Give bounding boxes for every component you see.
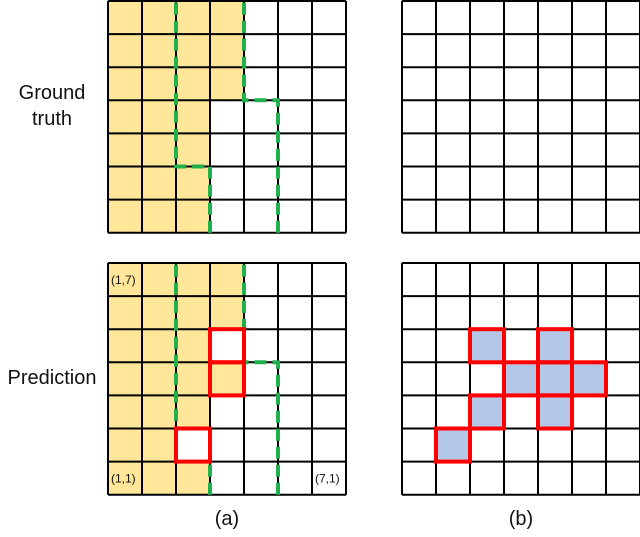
coordinate-label: (1,7) [111,273,136,287]
yellow-cell [176,329,210,363]
yellow-cell [176,166,210,200]
yellow-cell [108,395,142,429]
yellow-cell [210,34,244,68]
yellow-cell [142,395,176,429]
error-cell-outline [208,360,246,398]
blue-cell [538,362,572,396]
yellow-cell [108,100,142,134]
error-cell-outline [208,327,246,365]
yellow-cell [210,67,244,101]
yellow-cell [108,329,142,363]
ground-truth-label-line2: truth [31,108,73,130]
yellow-cell [142,461,176,495]
yellow-cell [142,166,176,200]
error-cell-outline [536,393,574,431]
error-cell-outline [468,393,506,431]
coordinate-label: (1,1) [111,472,136,486]
boundary-dashed-line [242,263,280,495]
yellow-cell [142,362,176,396]
yellow-cell [176,67,210,101]
yellow-cell [142,1,176,35]
yellow-cell [210,263,244,297]
yellow-cell [176,199,210,233]
yellow-cell [176,1,210,35]
yellow-cell [142,133,176,167]
yellow-cell [142,263,176,297]
yellow-cell [108,461,142,495]
yellow-cell [108,428,142,462]
ground-truth-label-line1: Ground [18,82,86,104]
yellow-cell [108,362,142,396]
yellow-cell [176,395,210,429]
error-cell-outline [174,426,212,464]
blue-cell [436,428,470,462]
blue-cell [504,362,538,396]
yellow-cell [142,100,176,134]
yellow-cell [142,34,176,68]
yellow-cell [142,329,176,363]
error-cell-outline [468,327,506,365]
yellow-cell [108,133,142,167]
yellow-cell [210,296,244,330]
error-cell-outline [570,360,608,398]
panel-label-a: (a) [214,508,240,530]
blue-cell [538,395,572,429]
yellow-cell [108,67,142,101]
blue-cell [470,329,504,363]
blue-cell [572,362,606,396]
yellow-cell [108,199,142,233]
yellow-cell [210,362,244,396]
yellow-cell [142,296,176,330]
yellow-cell [176,461,210,495]
error-cell-outline [434,426,472,464]
yellow-cell [176,263,210,297]
boundary-dashed-line [174,1,212,233]
yellow-cell [210,1,244,35]
prediction-label: Prediction [7,367,97,389]
yellow-cell [142,199,176,233]
blue-cell [538,329,572,363]
ground-truth-label: Ground truth [0,80,104,132]
yellow-cell [108,166,142,200]
yellow-cell [176,296,210,330]
coordinate-label: (7,1) [315,472,340,486]
yellow-cell [108,296,142,330]
yellow-cell [176,100,210,134]
yellow-cell [142,428,176,462]
panel-label-b: (b) [508,508,534,530]
boundary-dashed-line [242,1,280,233]
yellow-cell [108,1,142,35]
yellow-cell [108,263,142,297]
yellow-cell [142,67,176,101]
blue-cell [470,395,504,429]
yellow-cell [176,133,210,167]
yellow-cell [176,362,210,396]
yellow-cell [176,34,210,68]
yellow-cell [108,34,142,68]
